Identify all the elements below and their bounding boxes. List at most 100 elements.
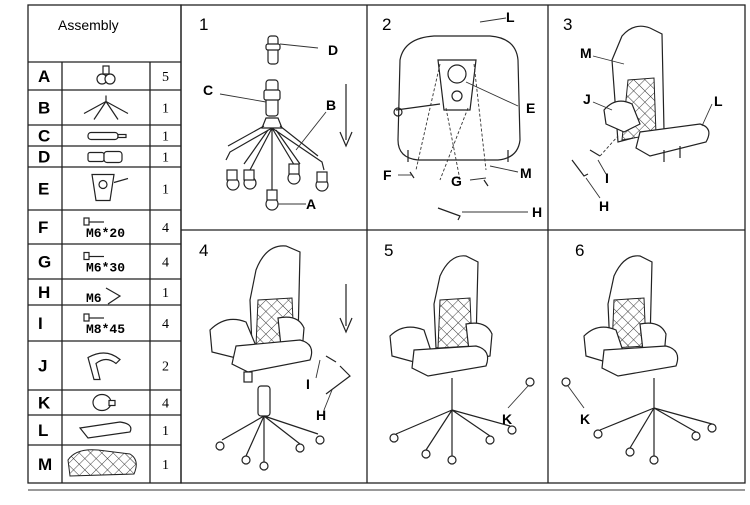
step-number-1: 1 — [199, 15, 208, 34]
backrest-icon — [67, 449, 137, 477]
part-quantity: 1 — [162, 102, 169, 117]
down-arrow-icon — [339, 84, 353, 148]
allen-key-icon — [105, 287, 122, 305]
step-4-illustration: I H — [209, 245, 353, 471]
step-1-illustration: D C B A — [203, 35, 353, 212]
bolt-icon — [83, 313, 104, 322]
step-3-callout-m: M — [580, 45, 592, 61]
step-3-illustration: M J L I H — [571, 25, 723, 214]
part-row: I 4 M8*45 — [28, 304, 181, 337]
seat-outline — [231, 339, 313, 373]
part-letter: C — [38, 127, 50, 146]
step-number-3: 3 — [563, 15, 572, 34]
part-quantity: 4 — [162, 317, 169, 332]
part-letter: D — [38, 148, 50, 167]
step-6-callout-k: K — [580, 411, 590, 427]
step-3-callout-j: J — [583, 91, 591, 107]
part-letter: L — [38, 421, 48, 440]
step-number-6: 6 — [575, 241, 584, 260]
part-letter: M — [38, 455, 52, 474]
part-quantity: 1 — [162, 183, 169, 198]
seat-outline — [601, 345, 679, 377]
bolt-icon — [83, 251, 104, 261]
step-3-callout-i: I — [605, 170, 609, 186]
part-quantity: 4 — [162, 397, 169, 412]
step-number-2: 2 — [382, 15, 391, 34]
step-4-callout-i: I — [306, 376, 310, 392]
step-1-callout-b: B — [326, 97, 336, 113]
bolt-icon — [83, 217, 104, 226]
gas-lift-cylinder-icon — [87, 131, 127, 141]
part-letter: E — [38, 180, 49, 199]
part-row: H 1 M6 — [28, 278, 181, 306]
screw-cap-icon — [92, 393, 116, 412]
part-letter: B — [38, 99, 50, 118]
screw-cap-icon — [525, 377, 535, 387]
part-letter: I — [38, 314, 43, 333]
step-2-callout-l: L — [506, 9, 515, 25]
step-1-callout-a: A — [306, 196, 316, 212]
step-2-callout-m: M — [520, 165, 532, 181]
part-size-label: M6*20 — [86, 226, 125, 241]
part-size-label: M6*30 — [86, 261, 125, 276]
down-arrow-icon — [339, 284, 353, 334]
part-letter: A — [38, 67, 50, 86]
gas-lift-icon — [243, 371, 253, 383]
part-row: G 4 M6*30 — [28, 243, 181, 276]
armrest-outline — [603, 100, 641, 133]
step-number-4: 4 — [199, 241, 208, 260]
part-letter: F — [38, 218, 48, 237]
part-row: F 4 M6*20 — [28, 209, 181, 241]
part-letter: G — [38, 253, 51, 272]
step-3-callout-h: H — [599, 198, 609, 214]
tilt-mechanism-icon — [437, 59, 477, 111]
caster-wheels — [226, 163, 329, 211]
part-quantity: 1 — [162, 424, 169, 439]
part-quantity: 1 — [162, 286, 169, 301]
part-letter: J — [38, 357, 47, 376]
step-3-callout-l: L — [714, 93, 723, 109]
seat-outline — [635, 123, 710, 157]
step-2-callout-f: F — [383, 167, 392, 183]
step-6-illustration: K — [561, 255, 717, 465]
part-size-label: M6 — [86, 291, 102, 306]
caster-wheel-icon — [96, 65, 116, 85]
part-quantity: 1 — [162, 458, 169, 473]
step-2-callout-h: H — [532, 204, 542, 220]
seat-outline — [411, 345, 489, 377]
cylinder-cover-icon — [87, 150, 123, 164]
tilt-mechanism-icon — [91, 173, 129, 202]
step-4-callout-h: H — [316, 407, 326, 423]
part-quantity: 5 — [162, 70, 169, 85]
part-letter: K — [38, 394, 51, 413]
step-number-5: 5 — [384, 241, 393, 260]
parts-list-table: Assembly — [27, 4, 182, 484]
part-quantity: 4 — [162, 221, 169, 236]
steps-grid — [28, 4, 746, 491]
step-2-illustration: L E F G M H — [383, 9, 542, 221]
assembly-title: Assembly — [58, 17, 119, 33]
step-1-callout-d: D — [328, 42, 338, 58]
seat-cushion-icon — [78, 421, 132, 439]
part-size-label: M8*45 — [86, 322, 125, 337]
part-quantity: 1 — [162, 130, 169, 145]
step-1-callout-c: C — [203, 82, 213, 98]
part-quantity: 2 — [162, 360, 169, 375]
part-quantity: 1 — [162, 151, 169, 166]
armrest-icon — [87, 352, 121, 381]
screw-cap-icon — [561, 377, 571, 387]
part-quantity: 4 — [162, 256, 169, 271]
step-2-callout-g: G — [451, 173, 462, 189]
part-letter: H — [38, 283, 50, 302]
